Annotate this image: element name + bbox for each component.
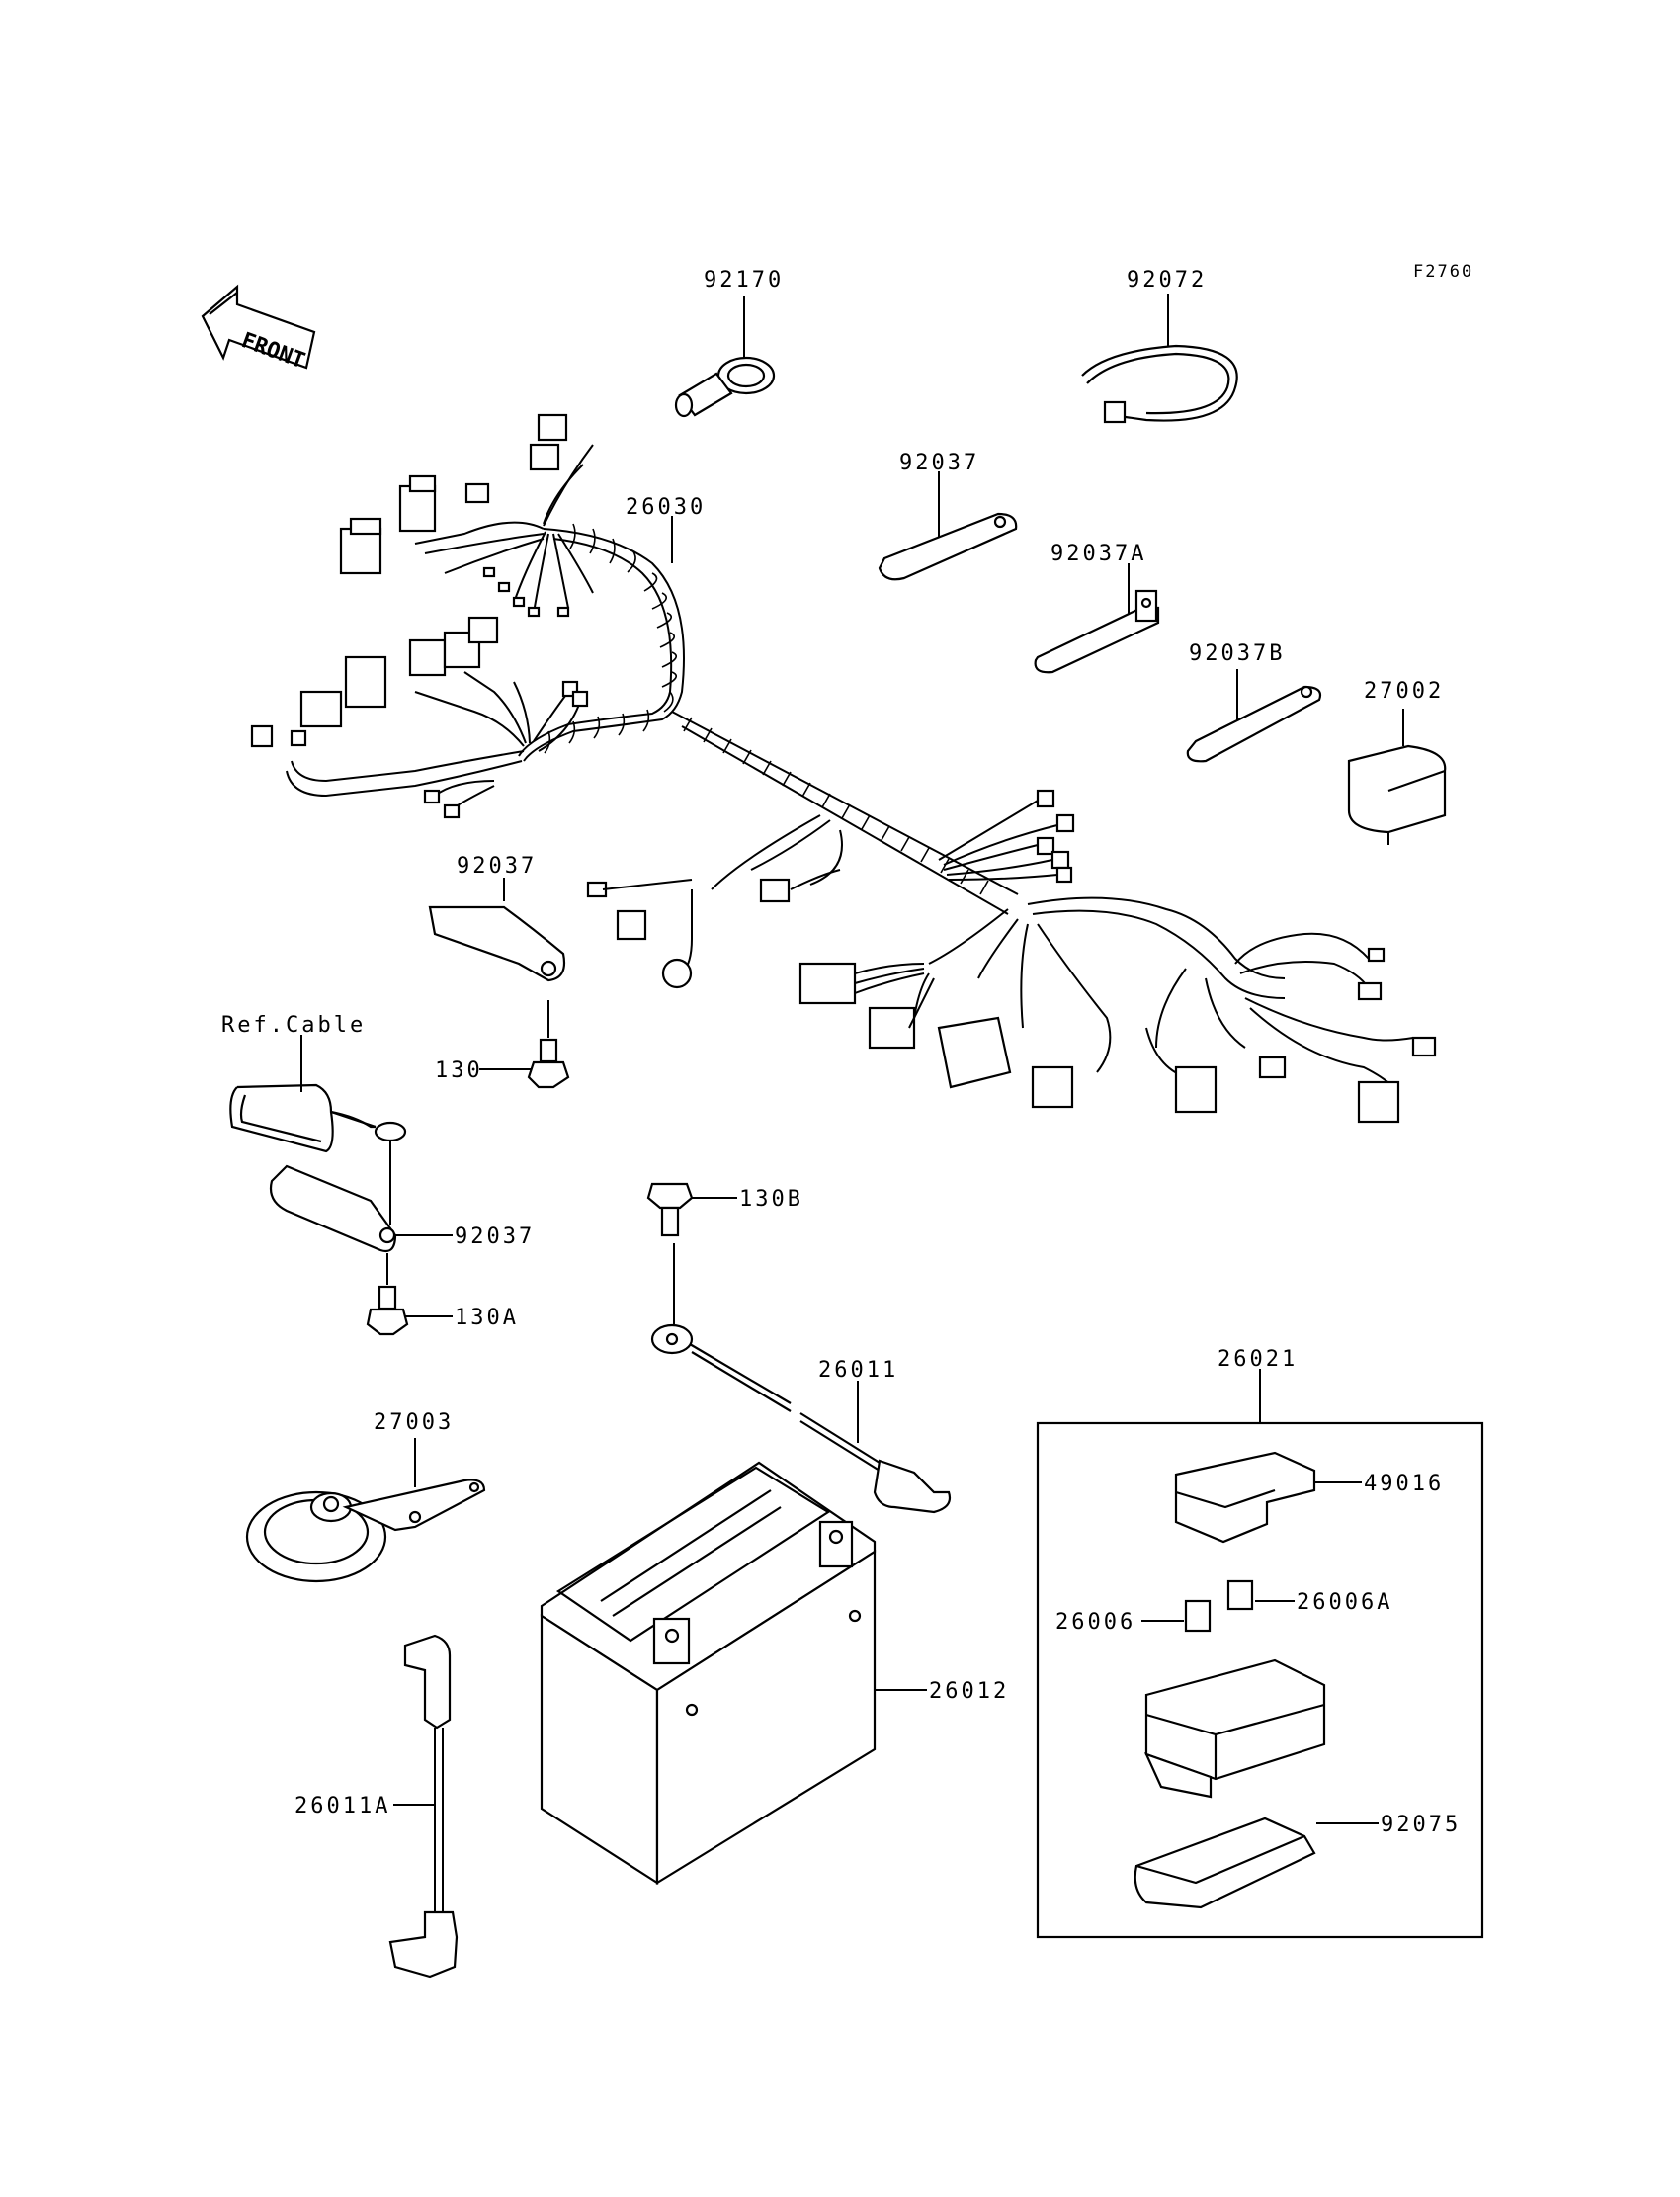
junction-box-group-26021 — [1036, 1369, 1484, 1939]
battery-cable-26011A — [388, 1634, 459, 1979]
callout-49016: 49016 — [1364, 1472, 1444, 1496]
cable-tie-92072 — [1081, 294, 1238, 424]
callout-92037-top: 92037 — [899, 451, 979, 475]
callout-26006: 26006 — [1055, 1610, 1135, 1635]
bolt-130 — [479, 1038, 570, 1089]
callout-130: 130 — [435, 1058, 483, 1083]
ref-cable-label: Ref.Cable — [221, 1013, 366, 1038]
callout-130B: 130B — [739, 1187, 803, 1212]
callout-92075: 92075 — [1381, 1813, 1461, 1837]
bolt-130A — [366, 1285, 453, 1336]
bolt-130B — [646, 1182, 737, 1324]
callout-92037A: 92037A — [1050, 542, 1146, 566]
callout-130A: 130A — [455, 1306, 519, 1330]
front-direction-arrow: FRONT — [201, 284, 316, 374]
strap-92037A — [1034, 563, 1160, 674]
callout-92072: 92072 — [1127, 268, 1207, 293]
junction-box-body — [553, 1658, 1326, 1799]
connector-block — [798, 947, 1437, 1124]
strap-92037-mid — [428, 878, 566, 1038]
fuse-26006A — [1226, 1579, 1295, 1611]
strap-92037-low — [269, 1164, 453, 1285]
battery-26012 — [540, 1461, 927, 1886]
battery-cable-26011 — [650, 1323, 952, 1514]
figure-code: F2760 — [1413, 262, 1473, 282]
reference-cable — [229, 1035, 407, 1225]
relay-27002 — [1347, 709, 1447, 845]
cover-49016 — [1174, 1451, 1362, 1544]
callout-26006A: 26006A — [1297, 1590, 1392, 1615]
callout-26011A: 26011A — [294, 1794, 390, 1818]
callout-92037-mid: 92037 — [457, 854, 537, 879]
callout-92037-low: 92037 — [455, 1225, 535, 1249]
callout-27003: 27003 — [374, 1410, 454, 1435]
fuse-26006 — [1141, 1599, 1212, 1633]
clamp-92170 — [674, 296, 776, 418]
cover-92075 — [1134, 1817, 1379, 1909]
horn-27003 — [245, 1438, 486, 1583]
callout-26021: 26021 — [1218, 1347, 1298, 1372]
strap-92037B — [1186, 669, 1322, 763]
main-wiring-harness-26030 — [250, 413, 1437, 1124]
callout-26011: 26011 — [818, 1358, 898, 1383]
callout-27002: 27002 — [1364, 679, 1444, 704]
callout-26030: 26030 — [626, 495, 706, 520]
strap-92037-top — [878, 471, 1018, 581]
callout-92037B: 92037B — [1189, 641, 1285, 666]
callout-26012: 26012 — [929, 1679, 1009, 1704]
callout-92170: 92170 — [704, 268, 784, 293]
